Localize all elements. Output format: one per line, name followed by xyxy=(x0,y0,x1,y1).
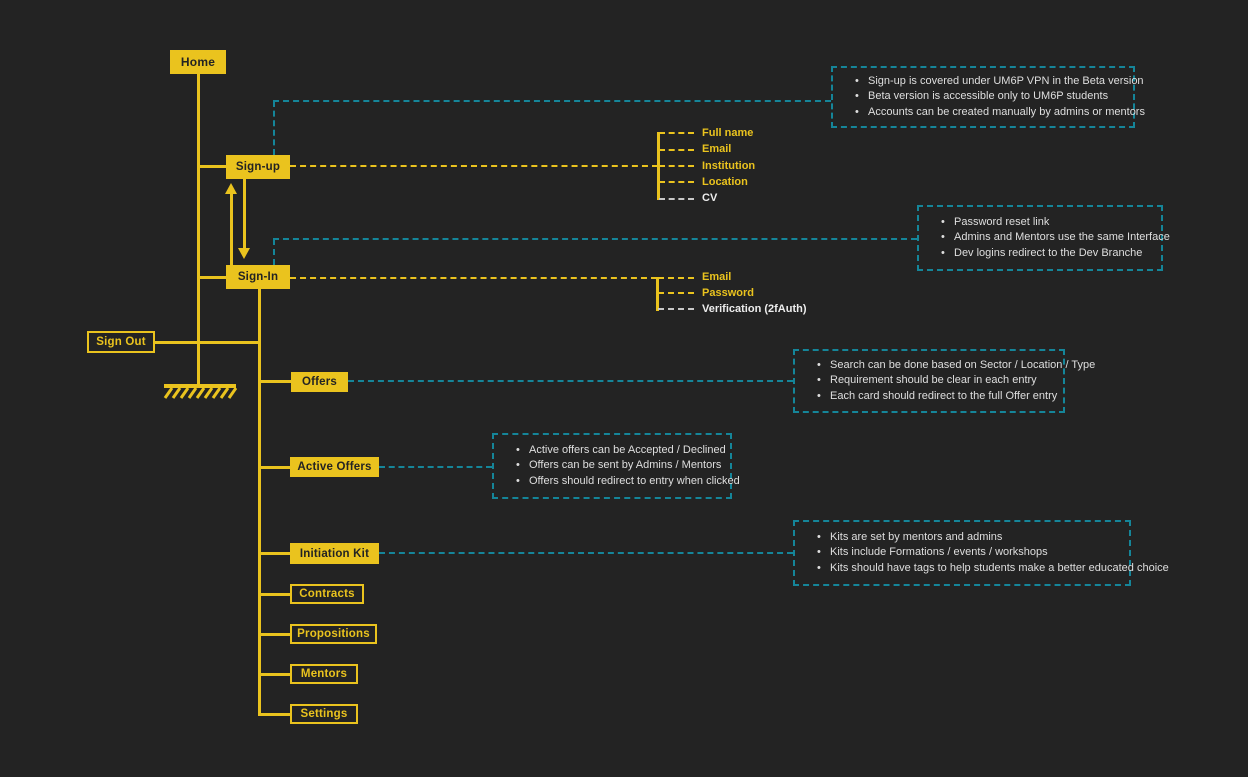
signin-field-verification[interactable]: Verification (2fAuth) xyxy=(702,303,807,315)
signup-fields-bracket xyxy=(657,132,660,200)
signin-field-stub-verification xyxy=(658,308,694,310)
connector-signin-note-v xyxy=(273,239,275,265)
node-settings[interactable]: Settings xyxy=(290,704,358,724)
note-bullet: Offers should redirect to entry when cli… xyxy=(516,474,740,490)
connector-signup-note-h xyxy=(273,100,831,102)
signup-field-location[interactable]: Location xyxy=(702,176,748,188)
connector-trunk-offers xyxy=(258,380,291,383)
note-sign-in[interactable]: Password reset link Admins and Mentors u… xyxy=(917,205,1170,271)
note-sign-up-list: Sign-up is covered under UM6P VPN in the… xyxy=(833,74,1155,121)
note-bullet: Each card should redirect to the full Of… xyxy=(817,389,1095,405)
signup-field-cv[interactable]: CV xyxy=(702,192,718,204)
connector-trunk-active-offers xyxy=(258,466,290,469)
note-active-offers-list: Active offers can be Accepted / Declined… xyxy=(494,443,750,490)
connector-offers-note xyxy=(348,380,793,382)
signup-field-institution[interactable]: Institution xyxy=(702,160,756,172)
signin-field-email[interactable]: Email xyxy=(702,271,732,283)
connector-signin-trunk xyxy=(258,289,261,716)
connector-initiation-kit-note xyxy=(379,552,793,554)
signin-field-password[interactable]: Password xyxy=(702,287,754,299)
node-offers[interactable]: Offers xyxy=(291,372,348,392)
signup-field-stub-fullname xyxy=(659,132,694,134)
signup-field-stub-location xyxy=(659,181,694,183)
note-sign-in-list: Password reset link Admins and Mentors u… xyxy=(919,215,1180,262)
note-bullet: Kits include Formations / events / works… xyxy=(817,545,1169,561)
connector-active-offers-note xyxy=(379,466,492,468)
note-bullet: Sign-up is covered under UM6P VPN in the… xyxy=(855,74,1145,90)
connector-trunk-initiation-kit xyxy=(258,552,290,555)
note-offers-list: Search can be done based on Sector / Loc… xyxy=(795,358,1105,405)
node-home[interactable]: Home xyxy=(170,50,226,74)
connector-signup-fields xyxy=(290,165,658,167)
node-initiation-kit[interactable]: Initiation Kit xyxy=(290,543,379,564)
note-bullet: Admins and Mentors use the same Interfac… xyxy=(941,230,1170,246)
note-bullet: Active offers can be Accepted / Declined xyxy=(516,443,740,459)
note-bullet: Kits are set by mentors and admins xyxy=(817,530,1169,546)
note-bullet: Offers can be sent by Admins / Mentors xyxy=(516,458,740,474)
signin-field-stub-password xyxy=(658,292,694,294)
note-offers[interactable]: Search can be done based on Sector / Loc… xyxy=(793,349,1095,413)
arrow-up-head xyxy=(225,183,237,194)
signin-field-stub-email xyxy=(658,277,694,279)
note-bullet: Requirement should be clear in each entr… xyxy=(817,373,1095,389)
note-bullet: Dev logins redirect to the Dev Branche xyxy=(941,246,1170,262)
connector-trunk-mentors xyxy=(258,673,290,676)
node-contracts[interactable]: Contracts xyxy=(290,584,364,604)
note-bullet: Password reset link xyxy=(941,215,1170,231)
note-initiation-kit-list: Kits are set by mentors and admins Kits … xyxy=(795,530,1179,577)
arrow-signin-to-signup-shaft xyxy=(230,193,233,265)
connector-trunk-propositions xyxy=(258,633,290,636)
connector-signup-note-v xyxy=(273,101,275,155)
signup-field-stub-email xyxy=(659,149,694,151)
note-active-offers[interactable]: Active offers can be Accepted / Declined… xyxy=(492,433,740,499)
note-initiation-kit[interactable]: Kits are set by mentors and admins Kits … xyxy=(793,520,1169,586)
signup-field-stub-institution xyxy=(659,165,694,167)
note-bullet: Accounts can be created manually by admi… xyxy=(855,105,1145,121)
node-sign-up[interactable]: Sign-up xyxy=(226,155,290,179)
signup-field-email[interactable]: Email xyxy=(702,143,732,155)
ground-symbol xyxy=(163,384,237,399)
signup-field-stub-cv xyxy=(659,198,694,200)
connector-home-trunk xyxy=(197,74,200,386)
connector-signout-trunk xyxy=(155,341,261,344)
node-active-offers[interactable]: Active Offers xyxy=(290,457,379,477)
note-bullet: Kits should have tags to help students m… xyxy=(817,561,1169,577)
node-propositions[interactable]: Propositions xyxy=(290,624,377,644)
connector-trunk-contracts xyxy=(258,593,290,596)
arrow-signup-to-signin-shaft xyxy=(243,179,246,249)
connector-signin-note-h xyxy=(273,238,917,240)
signup-field-fullname[interactable]: Full name xyxy=(702,127,754,139)
connector-home-signin xyxy=(197,276,226,279)
node-mentors[interactable]: Mentors xyxy=(290,664,358,684)
connector-trunk-settings xyxy=(258,713,290,716)
node-sign-out[interactable]: Sign Out xyxy=(87,331,155,353)
arrow-down-head xyxy=(238,248,250,259)
signin-fields-bracket xyxy=(656,277,659,311)
note-sign-up[interactable]: Sign-up is covered under UM6P VPN in the… xyxy=(831,66,1145,128)
note-bullet: Search can be done based on Sector / Loc… xyxy=(817,358,1095,374)
connector-signin-fields xyxy=(290,277,657,279)
node-sign-in[interactable]: Sign-In xyxy=(226,265,290,289)
note-bullet: Beta version is accessible only to UM6P … xyxy=(855,89,1145,105)
connector-home-signup xyxy=(197,165,226,168)
